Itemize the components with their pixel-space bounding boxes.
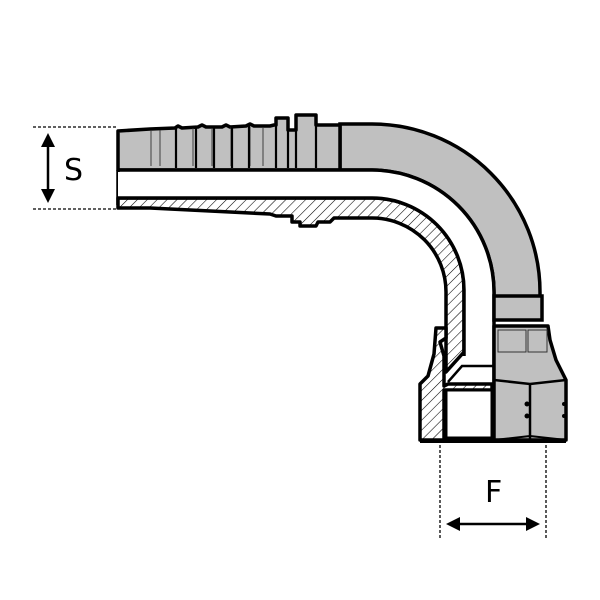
arrow-right-icon (526, 517, 540, 531)
arrow-down-icon (41, 189, 55, 203)
dimension-label-f: F (485, 475, 503, 510)
dimension-s (33, 126, 118, 210)
arrow-left-icon (446, 517, 460, 531)
arrow-up-icon (41, 133, 55, 147)
dimension-f (439, 440, 547, 540)
swivel-nut (418, 294, 568, 443)
dimension-label-s: S (64, 153, 84, 188)
fitting-body-section (116, 168, 496, 385)
